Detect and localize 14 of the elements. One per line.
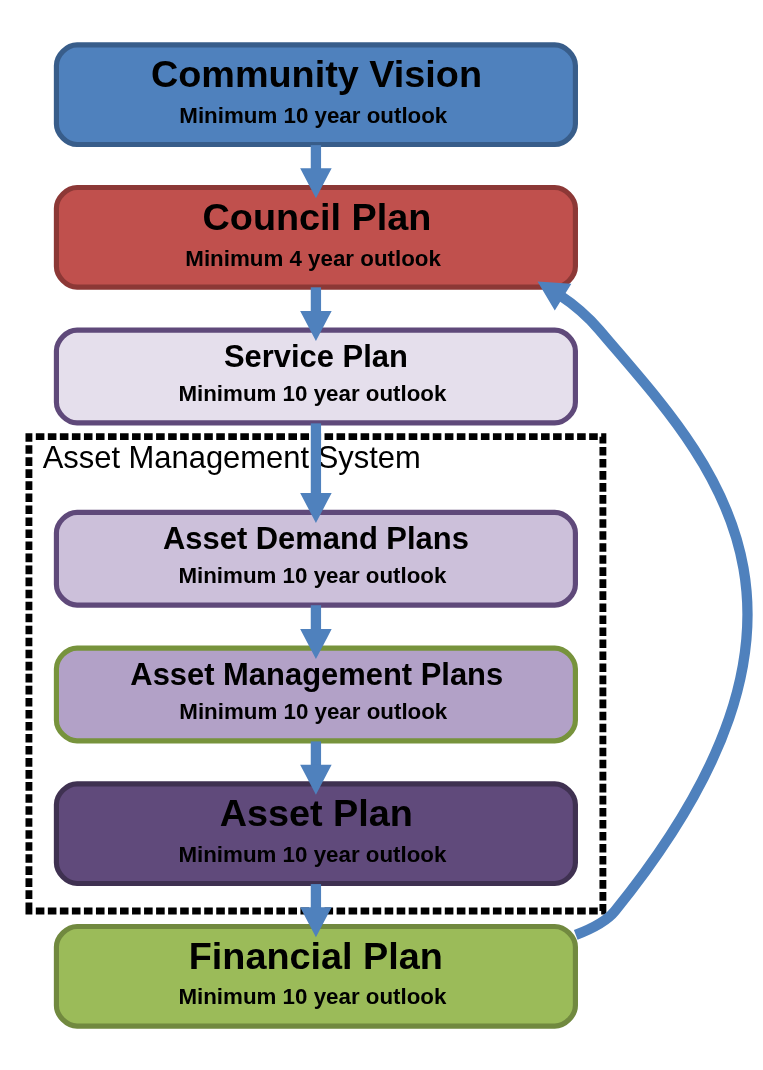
arrow <box>300 422 332 523</box>
arrow <box>300 144 332 198</box>
node-box: Asset Plan Minimum 10 year outlook <box>53 780 578 886</box>
node-box: Service Plan Minimum 10 year outlook <box>53 327 578 425</box>
node-box: Asset Demand Plans Minimum 10 year outlook <box>53 509 578 608</box>
arrow <box>300 604 332 659</box>
node-box: Financial Plan Minimum 10 year outlook <box>53 923 578 1029</box>
node-box: Asset Management Plans Minimum 10 year outlook <box>53 644 578 743</box>
arrow <box>300 286 332 341</box>
arrow <box>300 740 332 795</box>
arrow <box>300 883 332 937</box>
arrow <box>537 280 753 940</box>
node-box: Community Vision Minimum 10 year outlook <box>53 41 578 147</box>
node-box: Council Plan Minimum 4 year outlook <box>53 184 578 290</box>
